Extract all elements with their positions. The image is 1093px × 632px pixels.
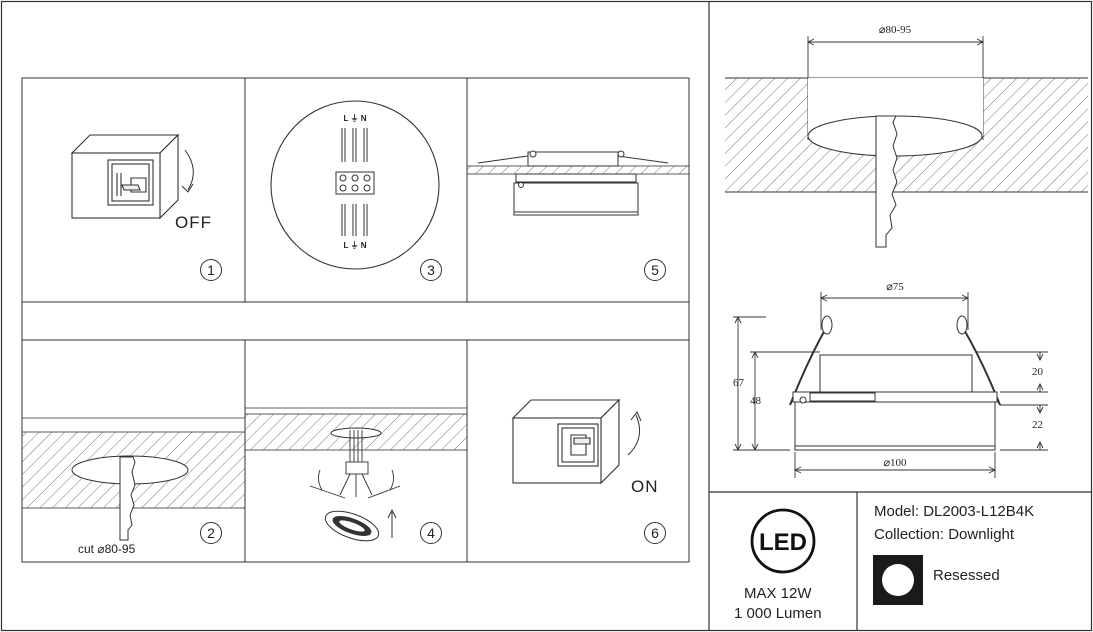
ceiling-slab <box>466 165 690 175</box>
dimension-drawing: ⌀75 <box>733 281 1048 478</box>
lip-height-label: 22 <box>1032 419 1043 431</box>
spec-mounting: Resessed <box>933 567 1000 584</box>
step-2-number: 2 <box>207 525 215 541</box>
downlight-tilted-illustration <box>324 510 380 542</box>
step-2-badge <box>200 522 222 544</box>
step-3-panel: L ⏚ N L ⏚ N 3 <box>270 100 442 281</box>
total-height-label: 67 <box>733 377 745 389</box>
step-2-caption: cut ⌀80-95 <box>78 542 136 556</box>
spec-lumen: 1 000 Lumen <box>734 605 822 622</box>
terminal-bottom-label: L ⏚ N <box>344 241 367 250</box>
step-6-caption: ON <box>631 477 659 496</box>
step-4-panel: 4 <box>244 407 468 544</box>
step-6-number: 6 <box>651 525 659 541</box>
step-1-panel: OFF 1 <box>70 133 222 281</box>
step-1-caption: OFF <box>175 213 212 232</box>
outer-diameter-label: ⌀100 <box>883 457 907 469</box>
step-4-badge <box>420 522 442 544</box>
turn-on-arrowhead-icon <box>630 411 642 422</box>
step-6-panel: ON 6 <box>511 398 666 544</box>
saw-blade-icon <box>119 456 136 541</box>
step-3-badge <box>420 259 442 281</box>
inner-diameter-label: ⌀75 <box>886 281 904 293</box>
turn-off-arrow-icon <box>184 149 194 191</box>
spec-model: Model: DL2003-L12B4K <box>874 503 1035 520</box>
terminal-top-label: L ⏚ N <box>344 114 367 123</box>
saw-blade-detail-icon <box>875 115 898 248</box>
spec-collection: Collection: Downlight <box>874 526 1015 543</box>
recessed-icon <box>882 564 914 596</box>
cutout-dimension-label: ⌀80-95 <box>879 24 912 36</box>
step-3-number: 3 <box>427 262 435 278</box>
turn-off-arrowhead-icon <box>181 183 194 193</box>
step-5-badge <box>644 259 666 281</box>
step-2-panel: cut ⌀80-95 2 <box>21 417 246 556</box>
spec-power: MAX 12W <box>744 585 812 602</box>
step-5-number: 5 <box>651 262 659 278</box>
step-4-number: 4 <box>427 525 435 541</box>
body-height-label: 48 <box>750 395 762 407</box>
led-logo-text: LED <box>759 529 807 556</box>
wiring-illustration <box>309 430 401 499</box>
step-1-number: 1 <box>207 262 215 278</box>
cutout-section-drawing: ⌀80-95 <box>725 24 1088 248</box>
spring-height-label: 20 <box>1032 366 1044 378</box>
push-up-arrow-icon <box>387 508 397 538</box>
downlight-side-view <box>789 315 1001 451</box>
wall-switch-off-illustration <box>70 133 180 220</box>
step-1-badge <box>200 259 222 281</box>
turn-on-arrow-icon <box>627 414 641 456</box>
terminal-block-illustration <box>335 128 375 236</box>
installed-downlight-illustration <box>477 150 669 216</box>
wall-switch-on-illustration <box>511 398 621 485</box>
terminal-detail-circle <box>270 100 440 270</box>
step-5-panel: 5 <box>466 150 690 281</box>
led-logo: LED <box>750 508 816 574</box>
step-6-badge <box>644 522 666 544</box>
